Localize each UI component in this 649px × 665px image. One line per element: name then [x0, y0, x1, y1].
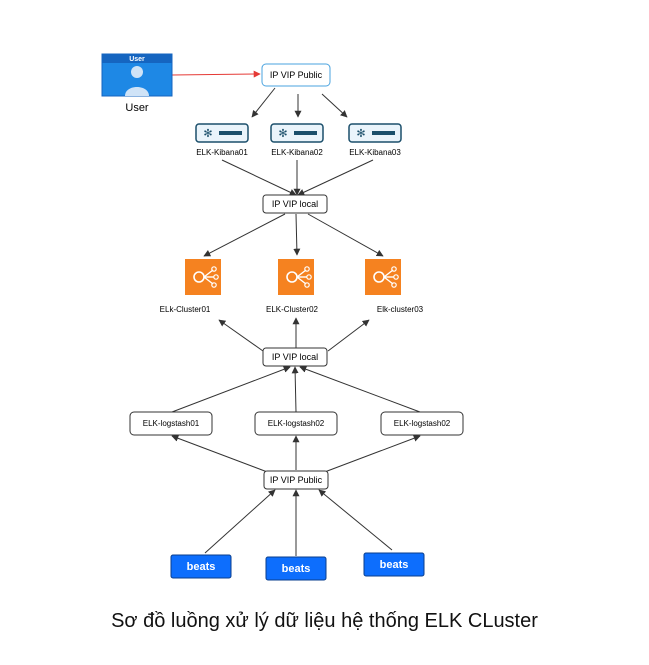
cluster-label-1: ELk-Cluster01	[160, 305, 211, 314]
vip-local-cluster: IP VIP local	[262, 347, 328, 367]
logstash-node-1: ELK-logstash01	[129, 411, 213, 436]
vip-public-bottom: IP VIP Public	[263, 470, 329, 490]
svg-text:✻: ✻	[356, 127, 365, 140]
arrow-vip-to-kibana01	[251, 87, 276, 118]
elasticsearch-cluster-icon	[365, 259, 401, 295]
logstash-label-2: ELK-logstash02	[268, 419, 325, 428]
arrow-vip-local-to-cluster03	[307, 213, 384, 257]
user-avatar-icon	[125, 66, 149, 96]
kibana-node-1: ✻ ELK-Kibana01	[195, 123, 249, 157]
logstash-label-3: ELK-logstash02	[394, 419, 451, 428]
user-label: User	[125, 102, 149, 114]
cluster-node-2: ELK-Cluster02	[266, 259, 319, 314]
beats-node-2: beats	[265, 556, 327, 581]
cluster-label-3: Elk-cluster03	[377, 305, 424, 314]
cluster-node-1: ELk-Cluster01	[160, 259, 221, 314]
arrow-vip-local-to-cluster02	[293, 213, 301, 256]
arrow-vip-cluster-to-cluster01	[218, 319, 264, 352]
arrow-vip-local-to-cluster01	[203, 213, 286, 257]
arrow-kibana03-to-vip-local	[297, 159, 374, 196]
kibana-node-2: ✻ ELK-Kibana02	[270, 123, 324, 157]
arrow-beats3-to-vip-public	[318, 489, 393, 551]
arrow-logstash03-to-vip	[299, 365, 421, 413]
cluster-node-3: Elk-cluster03	[365, 259, 424, 314]
vip-public-top: IP VIP Public	[261, 63, 331, 87]
arrow-logstash01-to-vip	[171, 365, 291, 413]
user-header-text: User	[129, 56, 145, 63]
arrow-kibana01-to-vip-local	[221, 159, 297, 196]
logstash-node-2: ELK-logstash02	[254, 411, 338, 436]
vip-public-bottom-label: IP VIP Public	[270, 475, 323, 485]
elasticsearch-cluster-icon	[185, 259, 221, 295]
arrow-vip-to-kibana03	[321, 93, 348, 118]
beats-label-1: beats	[187, 561, 216, 573]
arrow-vip-public-to-logstash03	[321, 434, 421, 474]
vip-public-top-label: IP VIP Public	[270, 70, 323, 80]
arrow-vip-public-to-logstash01	[171, 434, 271, 474]
beats-label-3: beats	[380, 559, 409, 571]
cluster-label-2: ELK-Cluster02	[266, 305, 319, 314]
vip-local-cluster-label: IP VIP local	[272, 352, 318, 362]
arrow-user-to-vip-public	[171, 70, 261, 78]
diagram-caption: Sơ đồ luồng xử lý dữ liệu hệ thống ELK C…	[111, 610, 538, 632]
kibana-label-2: ELK-Kibana02	[271, 148, 323, 157]
connectors	[171, 70, 421, 556]
svg-text:✻: ✻	[203, 127, 212, 140]
arrow-vip-cluster-to-cluster03	[327, 319, 370, 352]
beats-label-2: beats	[282, 563, 311, 575]
beats-node-1: beats	[170, 554, 232, 579]
beats-node-3: beats	[363, 552, 425, 577]
vip-local-kibana: IP VIP local	[262, 194, 328, 214]
kibana-label-3: ELK-Kibana03	[349, 148, 401, 157]
arrow-logstash02-to-vip	[291, 366, 299, 413]
kibana-node-3: ✻ ELK-Kibana03	[348, 123, 402, 157]
svg-text:✻: ✻	[278, 127, 287, 140]
elasticsearch-cluster-icon	[278, 259, 314, 295]
kibana-label-1: ELK-Kibana01	[196, 148, 248, 157]
arrow-beats1-to-vip-public	[204, 489, 276, 554]
user-node: User User	[101, 53, 173, 114]
logstash-label-1: ELK-logstash01	[143, 419, 200, 428]
logstash-node-3: ELK-logstash02	[380, 411, 464, 436]
vip-local-kibana-label: IP VIP local	[272, 199, 318, 209]
